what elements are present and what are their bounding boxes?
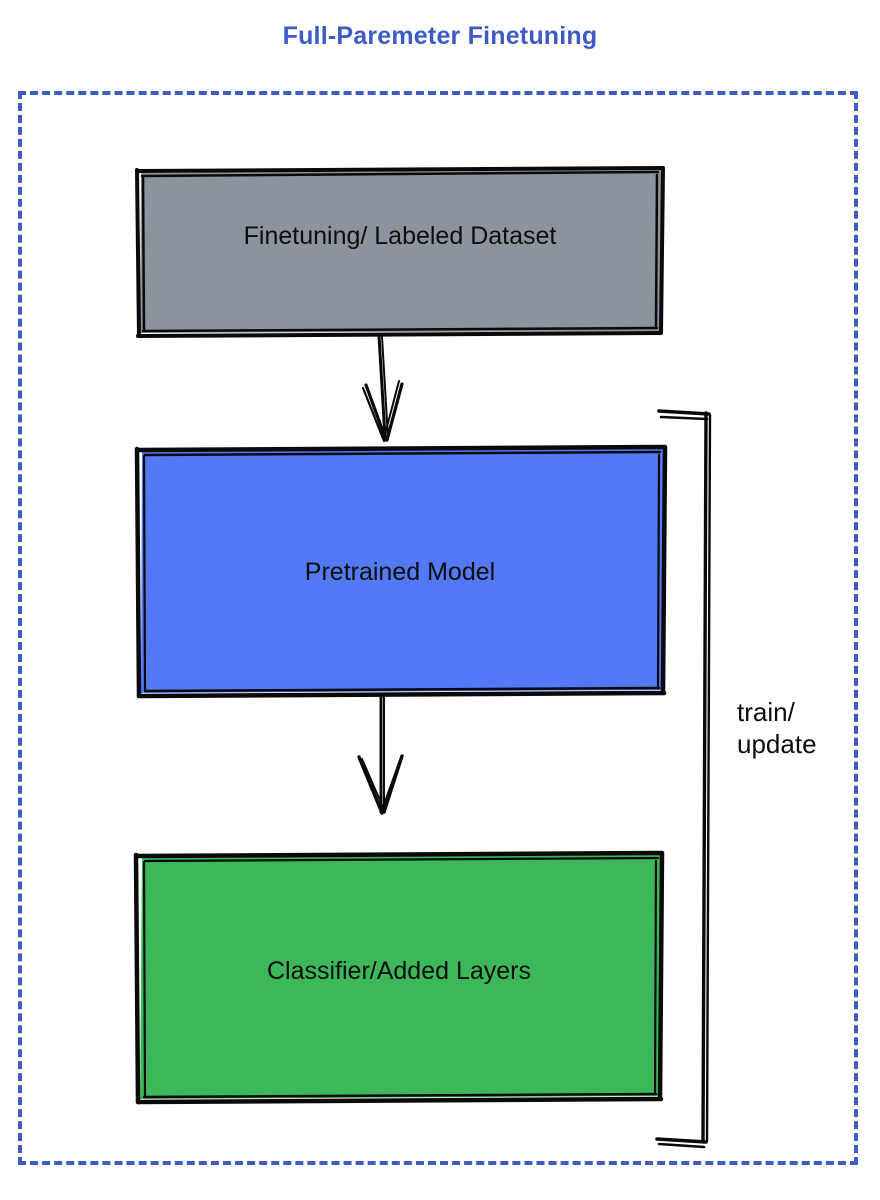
- node-pretrained-shape: [134, 444, 668, 699]
- node-dataset-shape: [135, 166, 665, 338]
- diagram-title: Full-Paremeter Finetuning: [282, 22, 598, 50]
- node-pretrained[interactable]: Pretrained Model: [134, 446, 666, 696]
- feedback-bracket: [655, 409, 712, 1149]
- node-dataset[interactable]: Finetuning/ Labeled Dataset: [134, 166, 666, 338]
- node-dataset-label: Finetuning/ Labeled Dataset: [243, 222, 557, 250]
- node-classifier-shape: [133, 850, 665, 1105]
- arrow-pretrained-to-classifier: [357, 692, 404, 815]
- node-classifier[interactable]: Classifier/Added Layers: [134, 851, 664, 1102]
- dashed-frame: [18, 91, 858, 1165]
- node-classifier-label: Classifier/Added Layers: [266, 957, 531, 985]
- arrow-dataset-to-pretrained: [361, 334, 404, 443]
- feedback-edge-label: train/ update: [737, 697, 817, 759]
- node-pretrained-label: Pretrained Model: [304, 558, 496, 586]
